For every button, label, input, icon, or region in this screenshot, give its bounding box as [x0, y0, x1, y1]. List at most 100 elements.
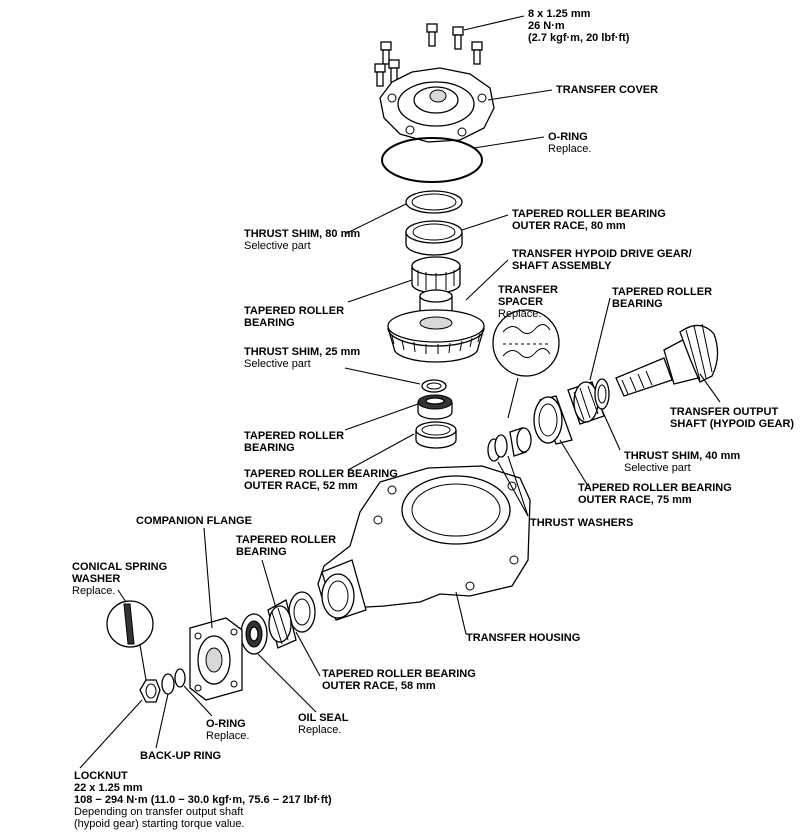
outer-race-80-title2: OUTER RACE, 80 mm	[512, 220, 626, 232]
thrust-washers-label: THRUST WASHERS	[530, 517, 633, 529]
bearing-lower-title2: BEARING	[236, 546, 287, 558]
thrust-shim-25	[421, 379, 447, 393]
bearing-upper-label: TAPERED ROLLER BEARING	[244, 305, 344, 329]
transfer-housing-label: TRANSFER HOUSING	[466, 632, 580, 644]
output-shaft-title2: SHAFT (HYPOID GEAR)	[670, 418, 795, 430]
outer-race-52-label: TAPERED ROLLER BEARING OUTER RACE, 52 mm	[244, 468, 398, 492]
transfer-cover-title: TRANSFER COVER	[556, 84, 659, 96]
hypoid-drive-gear	[387, 289, 485, 363]
o-ring-bottom-note: Replace.	[206, 730, 250, 742]
bearing-right-label: TAPERED ROLLER BEARING	[612, 286, 712, 310]
bearing-upper-title2: BEARING	[244, 317, 295, 329]
transfer-cover	[379, 67, 495, 143]
conical-washer-title2: WASHER	[72, 573, 121, 585]
bolt-spec-line2: 26 N·m	[528, 20, 565, 32]
o-ring-bottom-label: O-RING Replace.	[206, 718, 249, 742]
thrust-shim-80-label: THRUST SHIM, 80 mm Selective part	[244, 228, 360, 252]
thrust-shim-25-title: THRUST SHIM, 25 mm	[244, 346, 361, 358]
bearing-mid-title2: BEARING	[244, 442, 295, 454]
o-ring-bottom	[174, 668, 186, 688]
outer-race-52-title2: OUTER RACE, 52 mm	[244, 480, 358, 492]
o-ring-top-title: O-RING	[548, 131, 588, 143]
cover-bolts	[374, 23, 483, 87]
bearing-right-title2: BEARING	[612, 298, 663, 310]
outer-race-75-label: TAPERED ROLLER BEARING OUTER RACE, 75 mm	[578, 482, 732, 506]
transfer-spacer-title1: TRANSFER	[498, 284, 558, 296]
thrust-shim-80-title: THRUST SHIM, 80 mm	[244, 228, 361, 240]
bolt-spec-label: 8 x 1.25 mm 26 N·m (2.7 kgf·m, 20 lbf·ft…	[528, 8, 629, 44]
oil-seal	[240, 613, 268, 655]
transfer-housing-title: TRANSFER HOUSING	[466, 632, 581, 644]
transfer-spacer-detail	[492, 309, 560, 419]
locknut-title: LOCKNUT	[74, 770, 128, 782]
bearing-lower-label: TAPERED ROLLER BEARING	[236, 534, 336, 558]
transfer-spacer-label: TRANSFER SPACER Replace.	[498, 284, 558, 320]
oil-seal-note: Replace.	[298, 724, 342, 736]
outer-race-58-title2: OUTER RACE, 58 mm	[322, 680, 436, 692]
output-shaft-title1: TRANSFER OUTPUT	[670, 406, 779, 418]
output-shaft-label: TRANSFER OUTPUT SHAFT (HYPOID GEAR)	[670, 406, 794, 430]
transfer-spacer-title2: SPACER	[498, 296, 544, 308]
tapered-roller-bearing-mid	[417, 394, 453, 420]
back-up-ring	[161, 673, 175, 695]
thrust-washers	[487, 434, 508, 462]
thrust-shim-25-label: THRUST SHIM, 25 mm Selective part	[244, 346, 360, 370]
oil-seal-title: OIL SEAL	[298, 712, 349, 724]
hypoid-drive-gear-title1: TRANSFER HYPOID DRIVE GEAR/	[512, 248, 692, 260]
back-up-ring-title: BACK-UP RING	[140, 750, 222, 762]
transfer-output-shaft	[615, 323, 719, 397]
bearing-lower-title1: TAPERED ROLLER	[236, 534, 337, 546]
o-ring-bottom-title: O-RING	[206, 718, 246, 730]
outer-race-75-title2: OUTER RACE, 75 mm	[578, 494, 692, 506]
bearing-upper-title1: TAPERED ROLLER	[244, 305, 345, 317]
locknut-line3: Depending on transfer output shaft	[74, 806, 244, 818]
outer-race-75	[533, 395, 573, 445]
transfer-spacer	[509, 427, 532, 457]
back-up-ring-label: BACK-UP RING	[140, 750, 221, 762]
locknut-line2: 108 − 294 N·m (11.0 − 30.0 kgf·m, 75.6 −…	[74, 794, 332, 806]
companion-flange-label: COMPANION FLANGE	[136, 515, 252, 527]
thrust-shim-40	[594, 378, 610, 410]
o-ring-top-note: Replace.	[548, 143, 592, 155]
outer-race-80-title1: TAPERED ROLLER BEARING	[512, 208, 666, 220]
outer-race-58	[288, 591, 316, 633]
conical-washer-note: Replace.	[72, 585, 116, 597]
conical-washer-label: CONICAL SPRING WASHER Replace.	[72, 561, 167, 597]
hypoid-drive-gear-title2: SHAFT ASSEMBLY	[512, 260, 612, 272]
locknut-line4: (hypoid gear) starting torque value.	[74, 818, 245, 830]
bolt-spec-line3: (2.7 kgf·m, 20 lbf·ft)	[528, 32, 630, 44]
bearing-mid-title1: TAPERED ROLLER	[244, 430, 345, 442]
thrust-shim-40-note: Selective part	[624, 462, 691, 474]
thrust-shim-80	[405, 190, 463, 214]
locknut-line1: 22 x 1.25 mm	[74, 782, 143, 794]
tapered-roller-bearing-lower	[267, 599, 297, 649]
thrust-shim-80-note: Selective part	[244, 240, 311, 252]
hypoid-drive-gear-label: TRANSFER HYPOID DRIVE GEAR/ SHAFT ASSEMB…	[512, 248, 692, 272]
companion-flange-title: COMPANION FLANGE	[136, 515, 252, 527]
oil-seal-label: OIL SEAL Replace.	[298, 712, 349, 736]
transfer-spacer-note: Replace.	[498, 308, 542, 320]
companion-flange	[189, 617, 243, 701]
outer-race-52-title1: TAPERED ROLLER BEARING	[244, 468, 398, 480]
transfer-cover-label: TRANSFER COVER	[556, 84, 658, 96]
locknut	[139, 679, 161, 703]
locknut-label: LOCKNUT 22 x 1.25 mm 108 − 294 N·m (11.0…	[74, 770, 332, 830]
outer-race-80-label: TAPERED ROLLER BEARING OUTER RACE, 80 mm	[512, 208, 666, 232]
thrust-shim-40-title: THRUST SHIM, 40 mm	[624, 450, 741, 462]
outer-race-58-title1: TAPERED ROLLER BEARING	[322, 668, 476, 680]
bearing-right-title1: TAPERED ROLLER	[612, 286, 713, 298]
outer-race-80	[405, 220, 463, 256]
conical-washer-detail	[106, 600, 154, 648]
bearing-mid-label: TAPERED ROLLER BEARING	[244, 430, 344, 454]
thrust-shim-40-label: THRUST SHIM, 40 mm Selective part	[624, 450, 740, 474]
thrust-washers-title: THRUST WASHERS	[530, 517, 634, 529]
leader-lines	[79, 15, 721, 769]
o-ring-top-label: O-RING Replace.	[548, 131, 591, 155]
outer-race-75-title1: TAPERED ROLLER BEARING	[578, 482, 732, 494]
o-ring-top	[381, 137, 483, 183]
bolt-spec-line1: 8 x 1.25 mm	[528, 8, 591, 20]
outer-race-52	[415, 421, 457, 449]
conical-washer-title1: CONICAL SPRING	[72, 561, 168, 573]
transfer-housing	[317, 465, 531, 621]
